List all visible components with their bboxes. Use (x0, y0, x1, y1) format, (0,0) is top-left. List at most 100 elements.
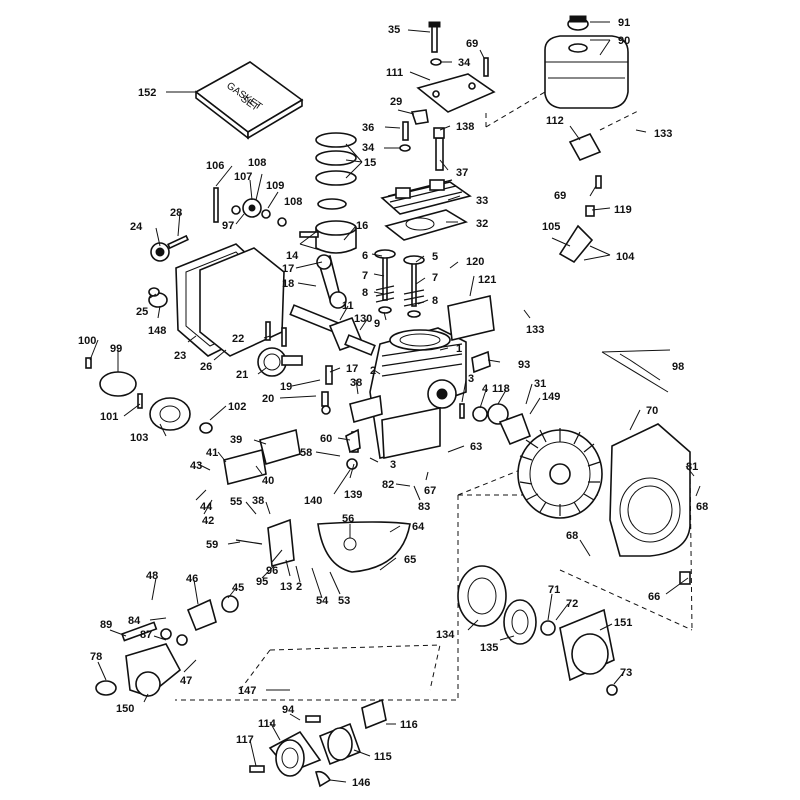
callout-8b: 8 (432, 295, 438, 307)
callout-69b: 69 (554, 190, 566, 202)
callout-42: 42 (202, 515, 214, 527)
callout-87: 87 (140, 629, 152, 641)
callout-20: 20 (262, 393, 274, 405)
callout-116: 116 (400, 719, 418, 731)
callout-109: 109 (266, 180, 284, 192)
callout-151: 151 (614, 617, 632, 629)
callout-103: 103 (130, 432, 148, 444)
callout-100: 100 (78, 335, 96, 347)
cylinder-block (369, 327, 467, 459)
callout-3b: 3 (390, 459, 396, 471)
leader-lines (89, 21, 701, 783)
callout-53: 53 (338, 595, 350, 607)
callout-65: 65 (404, 554, 416, 566)
callout-112: 112 (546, 115, 564, 127)
callout-56: 56 (342, 513, 354, 525)
callout-147: 147 (238, 685, 256, 697)
callout-120: 120 (466, 256, 484, 268)
flywheel (498, 412, 603, 519)
callout-35: 35 (388, 24, 400, 36)
callout-90: 90 (618, 35, 630, 47)
cylinder-head-parts (380, 21, 496, 241)
callout-138: 138 (456, 121, 474, 133)
gasket-set-box: GASKET SET (194, 61, 304, 140)
callout-95: 95 (256, 576, 268, 588)
callout-5: 5 (432, 251, 438, 263)
callout-107: 107 (234, 171, 252, 183)
callout-68: 68 (696, 501, 708, 513)
callout-89: 89 (100, 619, 112, 631)
callout-60: 60 (320, 433, 332, 445)
callout-18: 18 (282, 278, 294, 290)
callout-19: 19 (280, 381, 292, 393)
callout-31: 31 (534, 378, 546, 390)
callout-150: 150 (116, 703, 134, 715)
callout-114: 114 (258, 718, 277, 730)
callout-41: 41 (206, 447, 218, 459)
callout-17b: 17 (346, 363, 358, 375)
callout-23: 23 (174, 350, 186, 362)
callout-44: 44 (200, 501, 213, 513)
callout-17: 17 (282, 263, 294, 275)
callout-98: 98 (672, 361, 684, 373)
callout-117: 117 (236, 734, 254, 746)
fuel-tank (544, 15, 629, 109)
callout-7: 7 (362, 270, 368, 282)
callout-48: 48 (146, 570, 158, 582)
callout-24: 24 (130, 221, 143, 233)
callout-8: 8 (362, 287, 368, 299)
crankshaft (289, 304, 376, 356)
baffle-plate (317, 521, 411, 573)
callout-135: 135 (480, 642, 498, 654)
callout-133b: 133 (526, 324, 544, 336)
callout-118: 118 (492, 383, 510, 395)
callout-47: 47 (180, 675, 192, 687)
carburetor (95, 595, 239, 697)
callout-58: 58 (300, 447, 312, 459)
callout-121: 121 (478, 274, 496, 286)
callout-83: 83 (418, 501, 430, 513)
callout-149: 149 (542, 391, 560, 403)
callout-45: 45 (232, 582, 244, 594)
callout-59: 59 (206, 539, 218, 551)
callout-105: 105 (542, 221, 560, 233)
callout-104: 104 (616, 251, 635, 263)
callout-115: 115 (374, 751, 392, 763)
callout-81: 81 (686, 461, 698, 473)
callout-106: 106 (206, 160, 224, 172)
callout-68b: 68 (566, 530, 578, 542)
callout-4: 4 (482, 383, 489, 395)
callout-99: 99 (110, 343, 122, 355)
callout-130: 130 (354, 313, 372, 325)
callout-21: 21 (236, 369, 248, 381)
callout-55: 55 (230, 496, 242, 508)
callout-16: 16 (356, 220, 368, 232)
callout-101: 101 (100, 411, 118, 423)
callout-38: 38 (350, 377, 362, 389)
callout-3: 3 (468, 373, 474, 385)
callout-54: 54 (316, 595, 329, 607)
callout-33: 33 (476, 195, 488, 207)
callout-25: 25 (136, 306, 148, 318)
governor-parts (167, 187, 287, 250)
muffler (249, 698, 387, 788)
callout-108: 108 (248, 157, 266, 169)
callout-29: 29 (390, 96, 402, 108)
callout-39: 39 (230, 434, 242, 446)
callout-146: 146 (352, 777, 370, 789)
callout-11: 11 (342, 300, 354, 312)
valve-train (374, 249, 425, 318)
callout-46: 46 (186, 573, 198, 585)
callout-15: 15 (364, 157, 376, 169)
misc-parts (85, 132, 671, 568)
callout-1: 1 (456, 343, 462, 355)
callout-22: 22 (232, 333, 244, 345)
callout-2: 2 (370, 365, 376, 377)
callout-34b: 34 (362, 142, 375, 154)
callout-34: 34 (458, 57, 471, 69)
callout-96: 96 (266, 565, 278, 577)
callout-134: 134 (436, 629, 455, 641)
callout-97: 97 (222, 220, 234, 232)
callout-82: 82 (382, 479, 394, 491)
